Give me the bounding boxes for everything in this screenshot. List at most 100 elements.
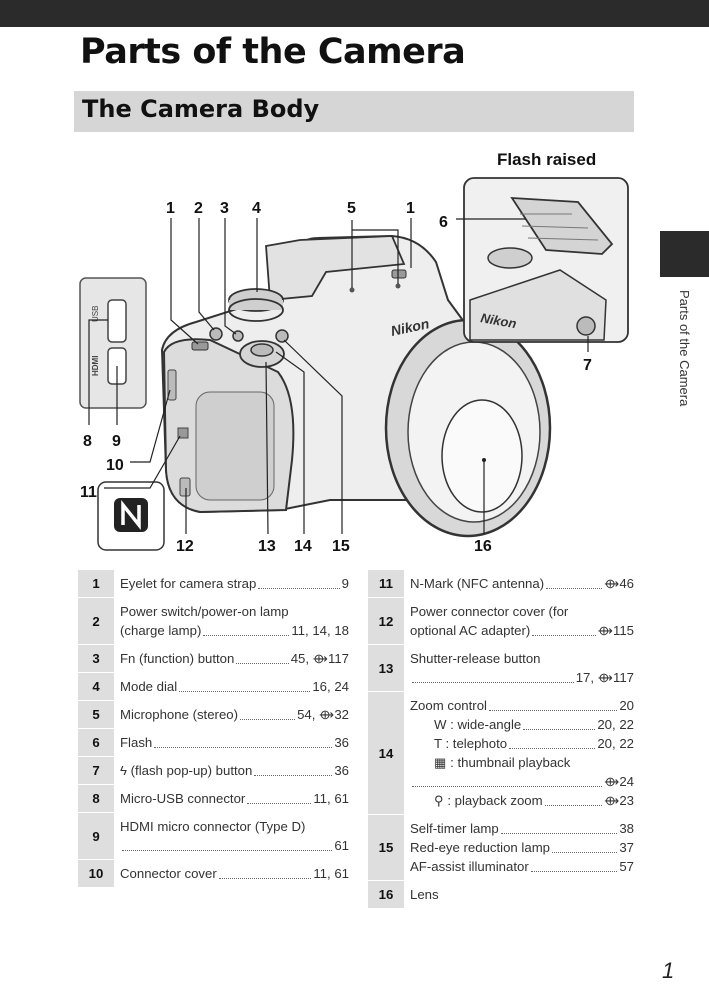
- part-description: Power switch/power-on lamp(charge lamp)1…: [114, 597, 349, 645]
- leader-dots: [546, 588, 603, 589]
- part-label: ϟ (flash pop-up) button: [120, 763, 253, 778]
- leader-dots: [412, 786, 603, 787]
- leader-dots: [247, 803, 312, 804]
- part-number: 6: [78, 728, 114, 757]
- part-number: 1: [78, 570, 114, 598]
- leader-dots: [258, 588, 340, 589]
- inset-mode-dial: [487, 247, 533, 269]
- flash-raised-caption: Flash raised: [497, 150, 597, 169]
- part-line: Microphone (stereo)54, ⟴32: [120, 705, 349, 724]
- page-reference: 20, 22: [597, 717, 634, 732]
- part-label: Power switch/power-on lamp: [120, 604, 289, 619]
- callout-15: 15: [332, 538, 350, 555]
- page-number: 1: [662, 958, 675, 983]
- connector-inset: [79, 277, 147, 409]
- page-reference: 9: [341, 576, 349, 591]
- flash-lines: [520, 213, 599, 241]
- leader-dots: [203, 635, 290, 636]
- part-label: W : wide-angle: [434, 717, 522, 732]
- part-line: ▦ : thumbnail playback: [410, 753, 634, 772]
- part-label: optional AC adapter): [410, 623, 531, 638]
- page-reference: 45, ⟴117: [290, 651, 349, 666]
- top-bar: [0, 0, 709, 27]
- part-number: 14: [368, 691, 404, 815]
- leader-dots: [532, 635, 596, 636]
- part-number: 5: [78, 700, 114, 729]
- callout-10: 10: [106, 457, 124, 474]
- part-line: Connector cover 11, 61: [120, 864, 349, 883]
- part-number: 8: [78, 784, 114, 813]
- page-reference: 11, 61: [313, 866, 349, 881]
- leader-15: [283, 339, 343, 534]
- page-reference: 20: [619, 698, 634, 713]
- callout-7: 7: [583, 357, 592, 374]
- part-line: Shutter-release button: [410, 649, 634, 668]
- page-reference: 11, 61: [313, 791, 349, 806]
- usb-label: USB: [91, 306, 100, 322]
- strap-eyelet-right: [391, 269, 407, 279]
- part-description: Power connector cover (for optional AC ad…: [404, 597, 634, 645]
- leader-dots: [122, 850, 333, 851]
- part-number: 7: [78, 756, 114, 785]
- leader-8: [88, 319, 108, 425]
- part-line: Power connector cover (for: [410, 602, 634, 621]
- microphone-left: [349, 287, 355, 293]
- page-reference: 61: [334, 838, 349, 853]
- leader-2: [198, 218, 215, 331]
- shutter-release-button: [250, 343, 274, 357]
- leader-dots: [154, 747, 333, 748]
- page-reference: 57: [619, 859, 634, 874]
- callout-1b: 1: [406, 200, 415, 217]
- leader-dots: [500, 833, 618, 834]
- part-number: 11: [368, 570, 404, 598]
- part-number: 15: [368, 814, 404, 881]
- part-label: ▦ : thumbnail playback: [434, 755, 571, 770]
- callout-11: 11: [80, 484, 97, 501]
- callout-13: 13: [258, 538, 276, 555]
- page-reference: ⟴23: [604, 793, 634, 808]
- callout-1a: 1: [166, 200, 175, 217]
- part-label: HDMI micro connector (Type D): [120, 819, 306, 834]
- part-line: HDMI micro connector (Type D): [120, 817, 349, 836]
- leader-10: [130, 389, 171, 463]
- leader-lines: [88, 218, 589, 535]
- part-description: Connector cover 11, 61: [114, 859, 349, 888]
- leader-dots: [254, 775, 333, 776]
- power-switch: [209, 327, 223, 341]
- part-label: Red-eye reduction lamp: [410, 840, 551, 855]
- callout-3: 3: [220, 200, 229, 217]
- callout-12: 12: [176, 538, 194, 555]
- part-label: Self-timer lamp: [410, 821, 499, 836]
- part-number: 4: [78, 672, 114, 701]
- leader-3: [224, 218, 237, 335]
- part-line: Power switch/power-on lamp: [120, 602, 349, 621]
- part-description: HDMI micro connector (Type D) 61: [114, 812, 349, 860]
- nfc-mark-small: [177, 427, 189, 439]
- part-label: T : telephoto: [434, 736, 508, 751]
- part-number: 16: [368, 880, 404, 909]
- section-header: The Camera Body: [74, 91, 634, 132]
- brand-logo-body: Nikon: [389, 315, 430, 339]
- part-line: ⚲ : playback zoom ⟴23: [410, 791, 634, 810]
- part-label: ⚲ : playback zoom: [434, 793, 543, 808]
- hdmi-label: HDMI: [91, 356, 100, 376]
- part-label: Connector cover: [120, 866, 217, 881]
- part-label: Flash: [120, 735, 153, 750]
- part-line: Lens: [410, 885, 634, 904]
